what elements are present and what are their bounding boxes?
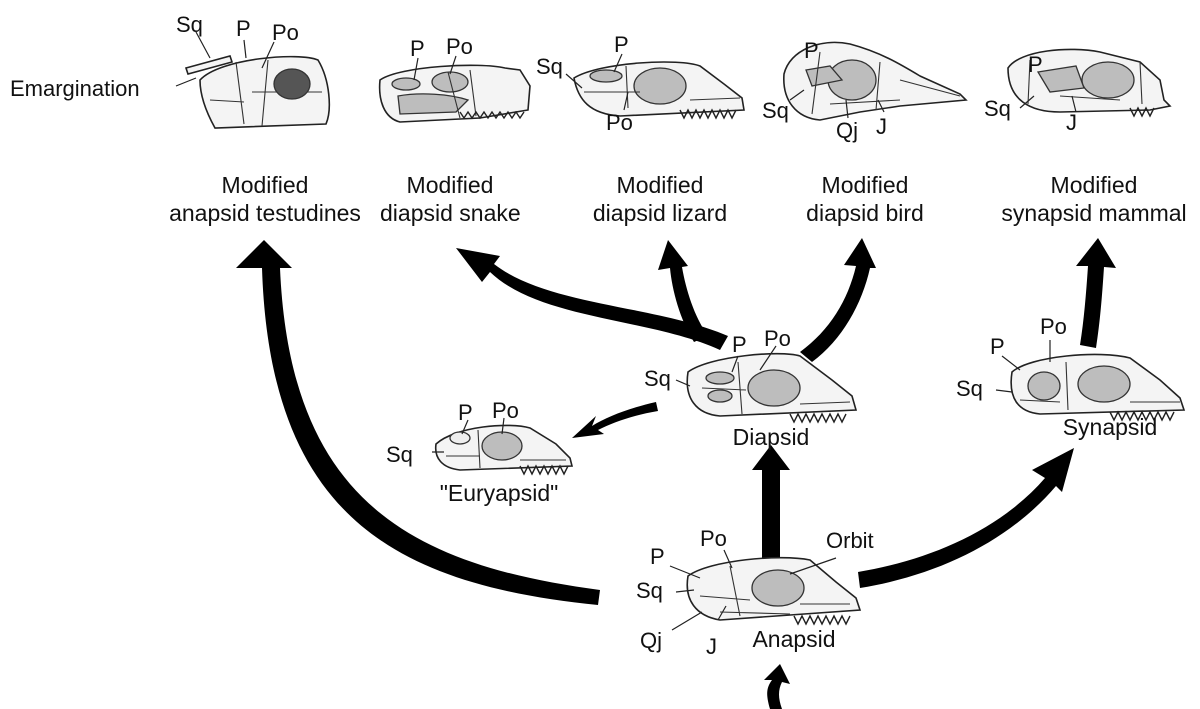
label-po: Po (606, 110, 633, 135)
skull-snake (378, 64, 531, 123)
label-po: Po (272, 20, 299, 45)
label-sq: Sq (984, 96, 1011, 121)
caption-snake-line2: diapsid snake (380, 199, 521, 226)
label-p: P (990, 334, 1005, 359)
arrow-anapsid-to-testudines (236, 240, 600, 605)
caption-testudines: Modified anapsid testudines (160, 172, 370, 227)
caption-testudines-line1: Modified (221, 172, 309, 198)
caption-snake: Modified diapsid snake (380, 172, 521, 227)
label-sq: Sq (386, 442, 413, 467)
caption-euryapsid: "Euryapsid" (439, 480, 559, 506)
leader-lines (175, 31, 1077, 631)
label-j: J (1066, 110, 1077, 135)
label-po: Po (446, 34, 473, 59)
arrow-anapsid-to-synapsid (858, 448, 1074, 588)
label-sq: Sq (644, 366, 671, 391)
caption-bird-line1: Modified (821, 172, 909, 198)
caption-anapsid: Anapsid (752, 626, 836, 652)
caption-snake-line1: Modified (406, 172, 494, 198)
label-orbit: Orbit (826, 528, 874, 553)
label-p: P (804, 38, 819, 63)
label-po: Po (764, 326, 791, 351)
skull-lizard (573, 61, 745, 120)
label-p: P (236, 16, 251, 41)
arrow-diapsid-to-bird (800, 238, 876, 362)
label-j: J (876, 114, 887, 139)
label-qj: Qj (836, 118, 858, 143)
skull-bird (783, 41, 968, 121)
label-p: P (614, 32, 629, 57)
skull-euryapsid (434, 424, 574, 476)
label-po: Po (492, 398, 519, 423)
skull-synapsid (1010, 353, 1186, 422)
arrow-diapsid-to-lizard (658, 240, 708, 342)
caption-lizard-line1: Modified (616, 172, 704, 198)
caption-testudines-line2: anapsid testudines (169, 199, 361, 226)
label-p: P (410, 36, 425, 61)
arrow-into-anapsid (764, 664, 790, 709)
skull-mammal (1007, 48, 1172, 118)
caption-mammal-line1: Modified (1050, 172, 1138, 198)
caption-mammal-line2: synapsid mammal (1001, 199, 1187, 226)
label-p: P (732, 332, 747, 357)
label-qj: Qj (640, 628, 662, 653)
label-sq: Sq (636, 578, 663, 603)
caption-diapsid: Diapsid (732, 424, 810, 450)
arrow-diapsid-to-euryapsid (572, 402, 658, 438)
skull-anapsid (686, 556, 862, 626)
label-po: Po (700, 526, 727, 551)
arrow-anapsid-to-diapsid (752, 445, 790, 560)
label-sq: Sq (956, 376, 983, 401)
label-emargination: Emargination (10, 76, 140, 101)
caption-bird: Modified diapsid bird (790, 172, 940, 227)
arrow-synapsid-to-mammal (1076, 238, 1116, 348)
caption-bird-line2: diapsid bird (806, 199, 924, 226)
label-p: P (650, 544, 665, 569)
label-po: Po (1040, 314, 1067, 339)
label-sq: Sq (176, 12, 203, 37)
caption-synapsid: Synapsid (1062, 414, 1158, 440)
caption-lizard: Modified diapsid lizard (580, 172, 740, 227)
evolution-arrows (236, 238, 1116, 709)
label-p: P (1028, 52, 1043, 77)
skull-testudines (184, 55, 331, 129)
caption-lizard-line2: diapsid lizard (592, 199, 728, 226)
caption-mammal: Modified synapsid mammal (998, 172, 1190, 227)
label-sq: Sq (762, 98, 789, 123)
arrow-diapsid-to-snake (456, 248, 728, 350)
label-p: P (458, 400, 473, 425)
label-j: J (706, 634, 717, 659)
label-sq: Sq (536, 54, 563, 79)
skull-diapsid (686, 352, 858, 424)
